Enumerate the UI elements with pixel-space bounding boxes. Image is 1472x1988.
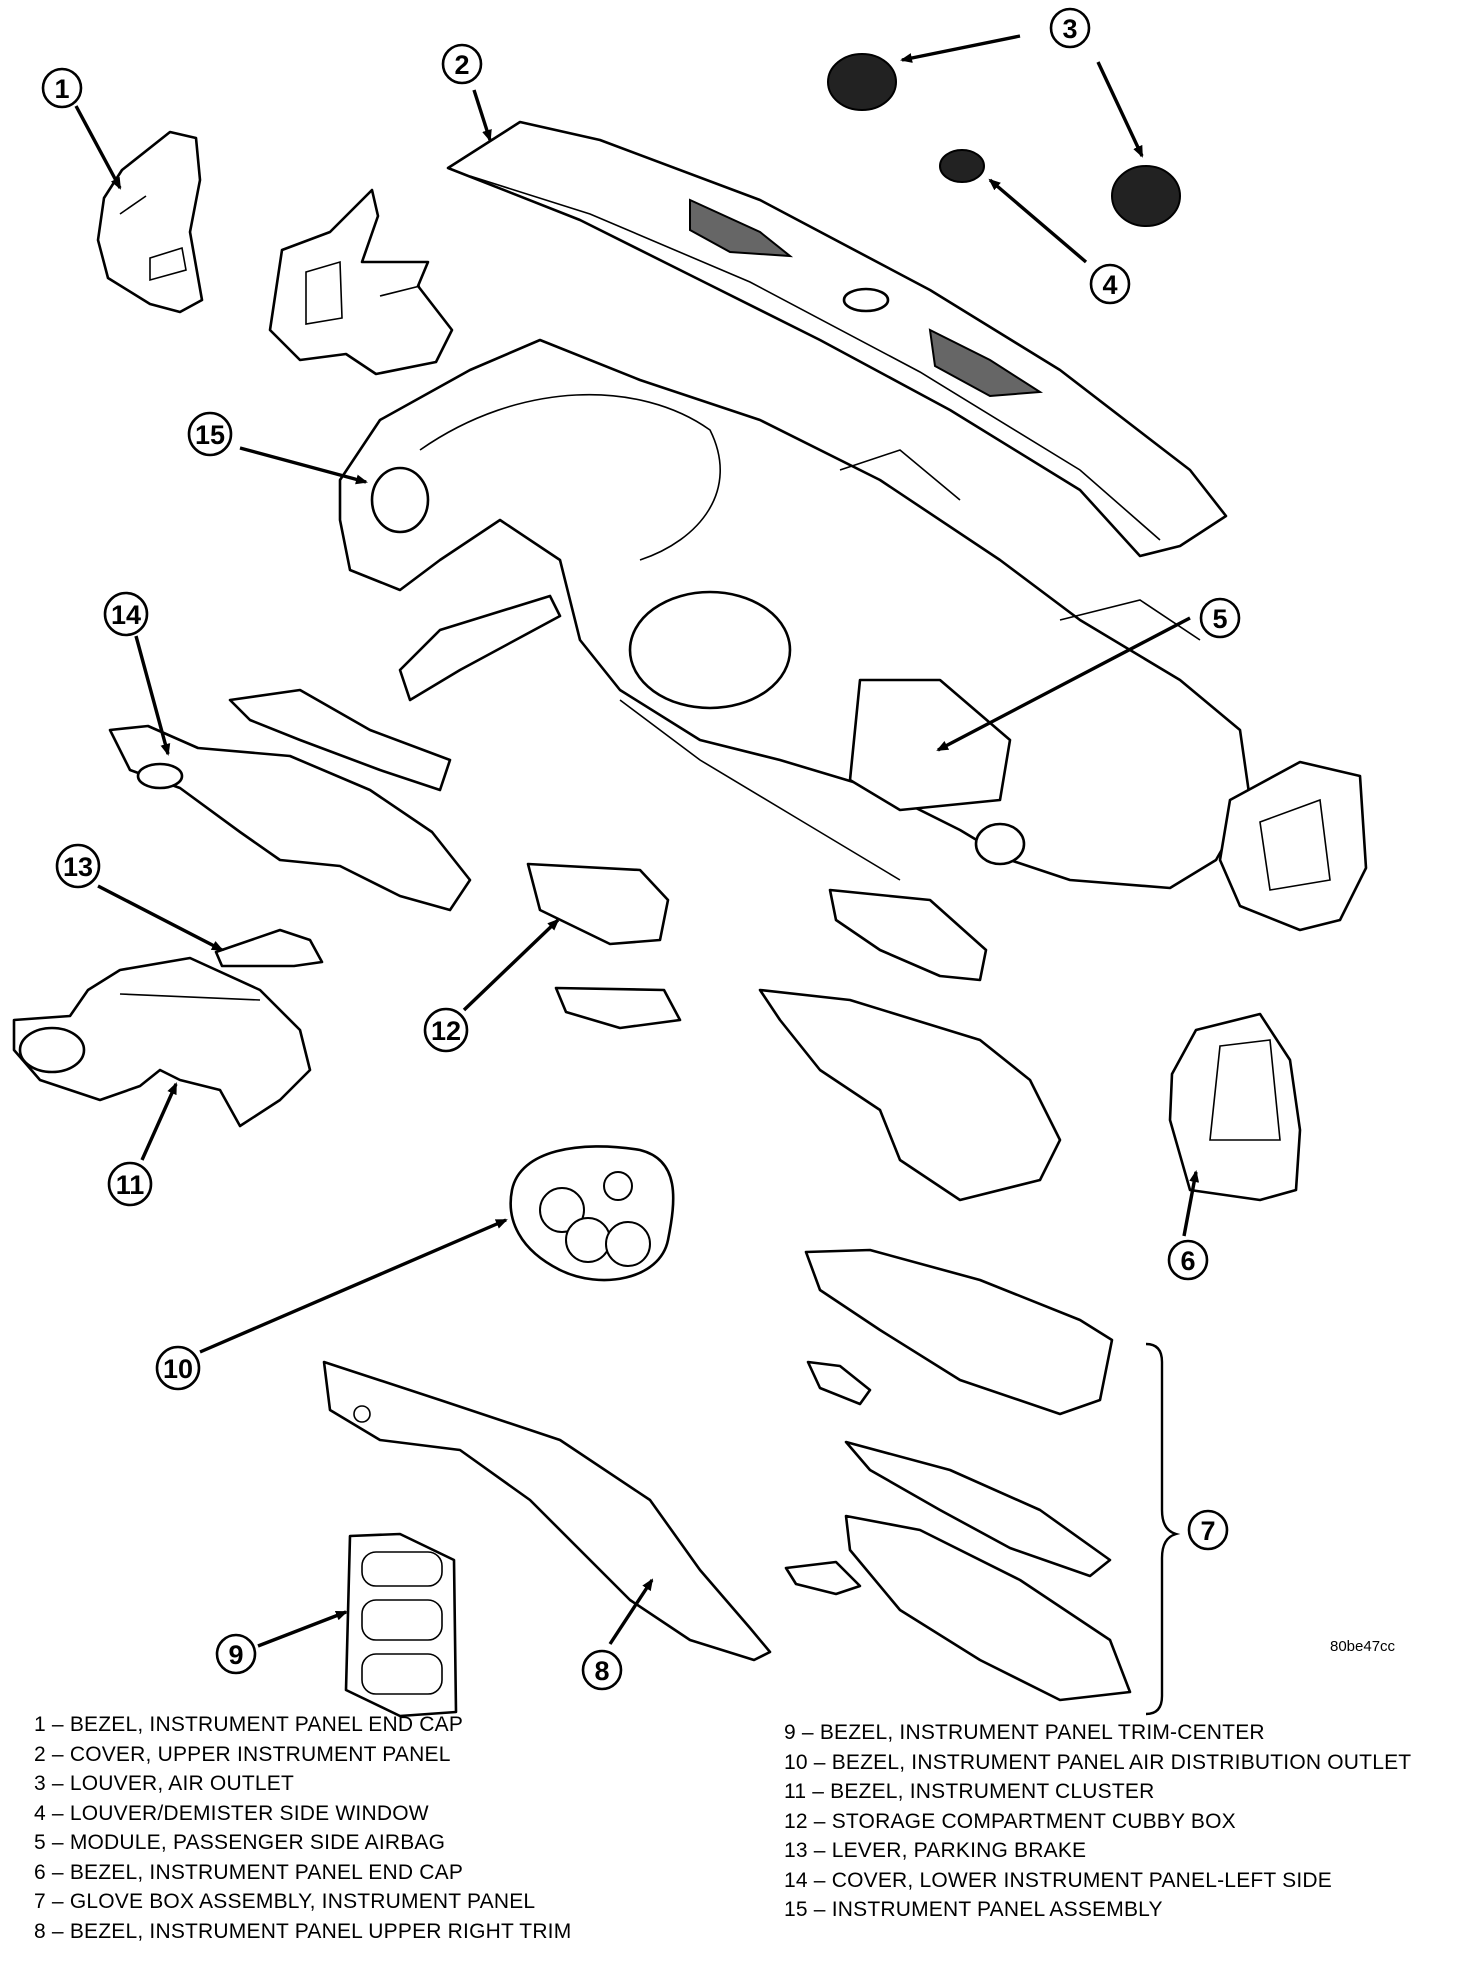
callout-circle: 1 <box>41 67 83 109</box>
legend-item: 1 – BEZEL, INSTRUMENT PANEL END CAP <box>34 1713 464 1736</box>
callout-circle: 13 <box>55 843 101 889</box>
callout-circle: 8 <box>581 1649 623 1691</box>
callout-number: 15 <box>195 420 225 450</box>
legend-item: 2 – COVER, UPPER INSTRUMENT PANEL <box>34 1742 451 1766</box>
callout-circle: 6 <box>1167 1239 1209 1281</box>
part-2-upper-panel-cover <box>446 120 1228 558</box>
callout-number: 3 <box>1062 14 1077 44</box>
callout-number: 12 <box>431 1016 461 1046</box>
part-8-upper-right-trim-bezel <box>322 1360 772 1662</box>
callout-number: 14 <box>111 600 141 630</box>
legend-item: 10 – BEZEL, INSTRUMENT PANEL AIR DISTRIB… <box>784 1750 1412 1774</box>
part-15-instrument-panel-assembly <box>338 338 1252 890</box>
legend-item: 13 – LEVER, PARKING BRAKE <box>784 1839 1087 1862</box>
legend-item: 5 – MODULE, PASSENGER SIDE AIRBAG <box>34 1831 446 1854</box>
callout-circle: 14 <box>103 591 149 637</box>
legend-item: 3 – LOUVER, AIR OUTLET <box>34 1772 294 1795</box>
part-3-air-outlet-louvers <box>827 53 1181 227</box>
callout-number: 4 <box>1102 270 1117 300</box>
callout-number: 8 <box>594 1656 609 1686</box>
callout-number: 9 <box>228 1640 243 1670</box>
callout-number: 7 <box>1200 1516 1215 1546</box>
legend-item: 15 – INSTRUMENT PANEL ASSEMBLY <box>784 1898 1163 1921</box>
part-12-cubby-box <box>526 862 682 1030</box>
callout-number: 11 <box>116 1170 145 1200</box>
callout-circle: 15 <box>187 411 233 457</box>
legend-item: 7 – GLOVE BOX ASSEMBLY, INSTRUMENT PANEL <box>34 1890 536 1913</box>
callout-circle: 11 <box>107 1161 153 1207</box>
legend-item: 14 – COVER, LOWER INSTRUMENT PANEL-LEFT … <box>784 1868 1332 1892</box>
callout-arrows <box>74 34 1200 1648</box>
right-end-bracket <box>1218 760 1368 932</box>
legend-item: 12 – STORAGE COMPARTMENT CUBBY BOX <box>784 1809 1236 1833</box>
figure-code: 80be47cc <box>1330 1638 1396 1655</box>
callout-number: 10 <box>163 1354 193 1384</box>
callout-circle: 12 <box>423 1007 469 1053</box>
center-support-bracket <box>758 888 1062 1202</box>
callout-number: 6 <box>1180 1246 1195 1276</box>
legend-item: 8 – BEZEL, INSTRUMENT PANEL UPPER RIGHT … <box>34 1919 572 1943</box>
parts-legend-left: 1 – BEZEL, INSTRUMENT PANEL END CAP 2 – … <box>34 1710 571 1946</box>
part-13-parking-brake-lever <box>214 928 324 968</box>
callout-number: 13 <box>63 852 93 882</box>
callout-circle: 2 <box>441 43 483 85</box>
legend-item: 11 – BEZEL, INSTRUMENT CLUSTER <box>784 1780 1155 1803</box>
legend-item: 6 – BEZEL, INSTRUMENT PANEL END CAP <box>34 1860 464 1884</box>
callout-circle: 10 <box>155 1345 201 1391</box>
legend-item: 9 – BEZEL, INSTRUMENT PANEL TRIM-CENTER <box>784 1721 1265 1744</box>
part-11-cluster-bezel <box>12 956 312 1128</box>
callout-circle: 7 <box>1187 1509 1229 1551</box>
part-7-glove-box-assembly <box>784 1248 1132 1702</box>
callout-circle: 5 <box>1199 597 1241 639</box>
part-4-demister-louver <box>939 149 985 183</box>
callout-circle: 4 <box>1089 263 1131 305</box>
callout-circle: 9 <box>215 1633 257 1675</box>
steering-column-bracket <box>268 188 454 376</box>
part-10-air-distribution-bezel <box>509 1145 675 1282</box>
callout-number: 1 <box>54 74 69 104</box>
part-14-lower-cover-left <box>108 594 562 912</box>
part-1-end-cap-bezel-left <box>96 130 204 314</box>
callout-circle: 3 <box>1049 7 1091 49</box>
part-9-center-trim-bezel <box>344 1532 458 1718</box>
callout-number: 2 <box>454 50 469 80</box>
callout-number: 5 <box>1212 604 1227 634</box>
parts-legend-right: 9 – BEZEL, INSTRUMENT PANEL TRIM-CENTER … <box>784 1718 1411 1925</box>
legend-item: 4 – LOUVER/DEMISTER SIDE WINDOW <box>34 1801 429 1825</box>
glove-box-group-brace <box>1145 1342 1181 1716</box>
part-6-end-cap-bezel-right <box>1168 1012 1302 1202</box>
